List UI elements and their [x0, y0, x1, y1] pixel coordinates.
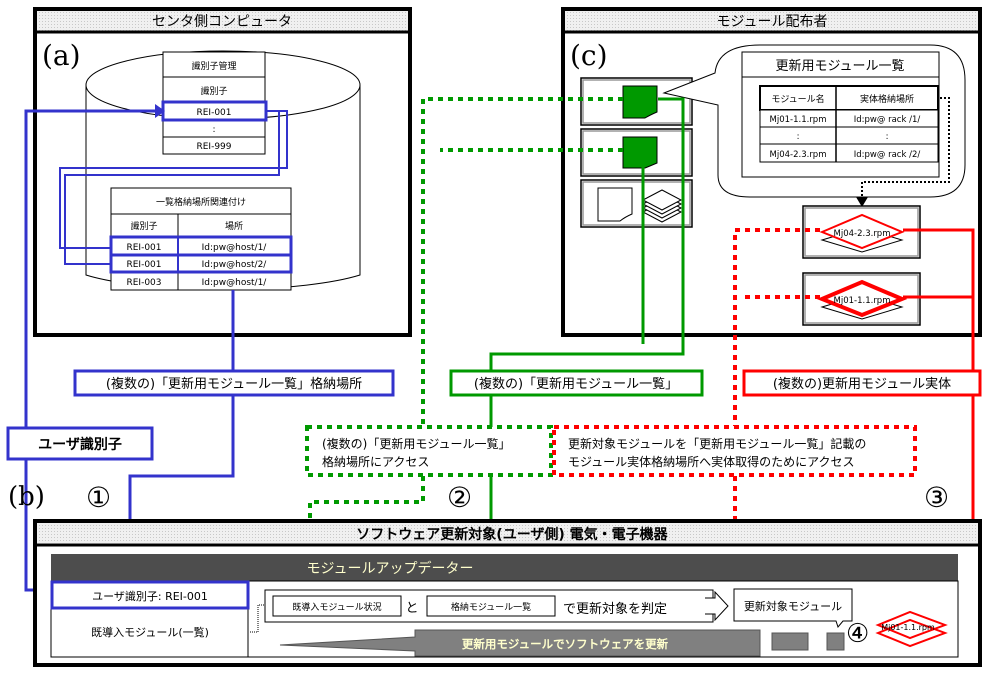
module-name: Mj01-1.1.rpm [834, 296, 891, 306]
svg-text:(複数の)「更新用モジュール一覧」格納場所: (複数の)「更新用モジュール一覧」格納場所 [106, 376, 362, 392]
association-table: 一覧格納場所関連付け 識別子 場所 REI-001 Id:pw@host/1/ … [109, 187, 293, 291]
user-id-value: ユーザ識別子: REI-001 [92, 590, 208, 603]
assoc-cell: Id:pw@host/2/ [202, 260, 268, 270]
module-list-document-icon [622, 136, 658, 169]
svg-text:(複数の)「更新用モジュール一覧」: (複数の)「更新用モジュール一覧」 [474, 376, 678, 392]
module-storage-box: Mj01-1.1.rpm [802, 272, 921, 326]
id-table-row: REI-999 [196, 142, 231, 152]
module-list-table: 更新用モジュール一覧 モジュール名 実体格納場所 Mj01-1.1.rpm Id… [741, 51, 940, 178]
id-table-row: : [212, 125, 215, 135]
user-id-field [50, 580, 250, 610]
update-arrow-icon [279, 629, 761, 657]
id-table-header: 識別子 [200, 85, 227, 97]
judge-text: で更新対象を判定 [563, 601, 667, 617]
device-panel-title: ソフトウェア更新対象(ユーザ側) 電気・電子機器 [356, 526, 668, 543]
step-4-marker: ④ [846, 619, 869, 649]
module-list-header: 実体格納場所 [860, 93, 914, 105]
module-list-title: 更新用モジュール一覧 [775, 58, 904, 74]
assoc-cell: Id:pw@host/1/ [202, 243, 268, 253]
center-panel-title: センタ側コンピュータ [152, 14, 292, 30]
updater-title-bar [51, 554, 958, 581]
module-list-cell: : [797, 132, 800, 142]
center-computer-panel: センタ側コンピュータ (a) 識別子管理 識別子 REI-001 : REI-9… [33, 7, 412, 337]
assoc-header-location: 場所 [225, 220, 243, 232]
hollow-arrow-icon [705, 590, 729, 622]
step-2-marker: ② [447, 481, 472, 514]
panel-label-b: (b) [8, 482, 45, 512]
server-rack-icon [580, 77, 693, 228]
update-arrow-label: 更新用モジュールでソフトウェアを更新 [462, 637, 669, 651]
document-icon [597, 187, 633, 222]
and-label: と [405, 601, 418, 616]
svg-text:(複数の)更新用モジュール実体: (複数の)更新用モジュール実体 [773, 376, 951, 392]
svg-text:(複数の)「更新用モジュール一覧」: (複数の)「更新用モジュール一覧」 [322, 436, 511, 451]
module-list-document-icon [622, 85, 658, 119]
svg-text:ユーザ識別子: ユーザ識別子 [38, 436, 122, 453]
arrow-head-icon [856, 197, 868, 207]
lookup-arrow [861, 97, 950, 198]
progress-block [771, 632, 809, 651]
device-panel: ソフトウェア更新対象(ユーザ側) 電気・電子機器 モジュールアップデーター ユー… [33, 519, 982, 667]
module-package-icon [819, 213, 905, 250]
stored-list-box [426, 595, 556, 617]
module-list-cell: : [886, 132, 889, 142]
module-storage-box: Mj04-2.3.rpm [802, 205, 921, 259]
distributor-panel: モジュール配布者 (c) 更新用モジュール一覧 [561, 7, 982, 337]
progress-block [826, 632, 845, 651]
incoming-module-name: Mj01-1.1.rpm [881, 623, 935, 632]
access-list-label-box: (複数の)「更新用モジュール一覧」 格納場所にアクセス [305, 425, 553, 477]
assoc-cell: REI-001 [126, 243, 161, 253]
assoc-header-id: 識別子 [130, 220, 157, 232]
assoc-cell: REI-001 [126, 260, 161, 270]
svg-text:格納場所にアクセス: 格納場所にアクセス [322, 454, 429, 469]
module-list-header: モジュール名 [771, 93, 824, 105]
panel-label-c: (c) [570, 39, 608, 72]
svg-text:モジュール実体格納場所へ実体取得のためにアクセス: モジュール実体格納場所へ実体取得のためにアクセス [568, 454, 855, 469]
access-entity-label-box: 更新対象モジュールを「更新用モジュール一覧」記載の モジュール実体格納場所へ実体… [552, 425, 917, 477]
stacked-layers-icon [641, 189, 683, 223]
module-entity-label-box: (複数の)更新用モジュール実体 [742, 369, 982, 397]
incoming-module-icon [875, 610, 948, 648]
id-table-row: REI-001 [196, 108, 231, 118]
panel-label-a: (a) [42, 39, 81, 72]
assoc-cell: REI-003 [126, 278, 161, 288]
id-table-title: 識別子管理 [191, 60, 236, 72]
step-1-marker: ① [86, 481, 111, 514]
installed-status-box [272, 595, 402, 617]
user-id-label-box: ユーザ識別子 [6, 426, 154, 461]
updater-title: モジュールアップデーター [306, 560, 473, 577]
distributor-panel-title: モジュール配布者 [716, 14, 827, 30]
target-module-label: 更新対象モジュール [744, 599, 842, 613]
assoc-cell: Id:pw@host/1/ [202, 278, 268, 288]
target-module-callout [733, 588, 853, 629]
distributor-panel-header [565, 11, 978, 31]
stored-list-label: 格納モジュール一覧 [451, 601, 531, 613]
id-management-table: 識別子管理 識別子 REI-001 : REI-999 [161, 51, 268, 155]
module-list-cell: Mj01-1.1.rpm [770, 115, 827, 125]
svg-text:更新対象モジュールを「更新用モジュール一覧」記載の: 更新対象モジュールを「更新用モジュール一覧」記載の [568, 436, 866, 451]
arrow-head-icon [155, 104, 165, 118]
step-3-marker: ③ [924, 481, 949, 514]
list-location-label-box: (複数の)「更新用モジュール一覧」格納場所 [73, 369, 395, 397]
module-list-cell: Id:pw@ rack /1/ [854, 115, 921, 125]
assoc-table-title: 一覧格納場所関連付け [156, 196, 246, 208]
module-package-icon [816, 279, 908, 318]
module-list-label-box: (複数の)「更新用モジュール一覧」 [449, 369, 704, 397]
blue-flow-lines [24, 109, 288, 592]
installed-status-label: 既導入モジュール状況 [292, 601, 381, 613]
installed-modules-label: 既導入モジュール(一覧) [91, 625, 209, 639]
module-list-cell: Id:pw@ rack /2/ [854, 150, 921, 160]
device-panel-header [37, 523, 978, 543]
module-list-cell: Mj04-2.3.rpm [770, 150, 827, 160]
module-name: Mj04-2.3.rpm [834, 229, 891, 239]
center-panel-header [37, 11, 408, 31]
